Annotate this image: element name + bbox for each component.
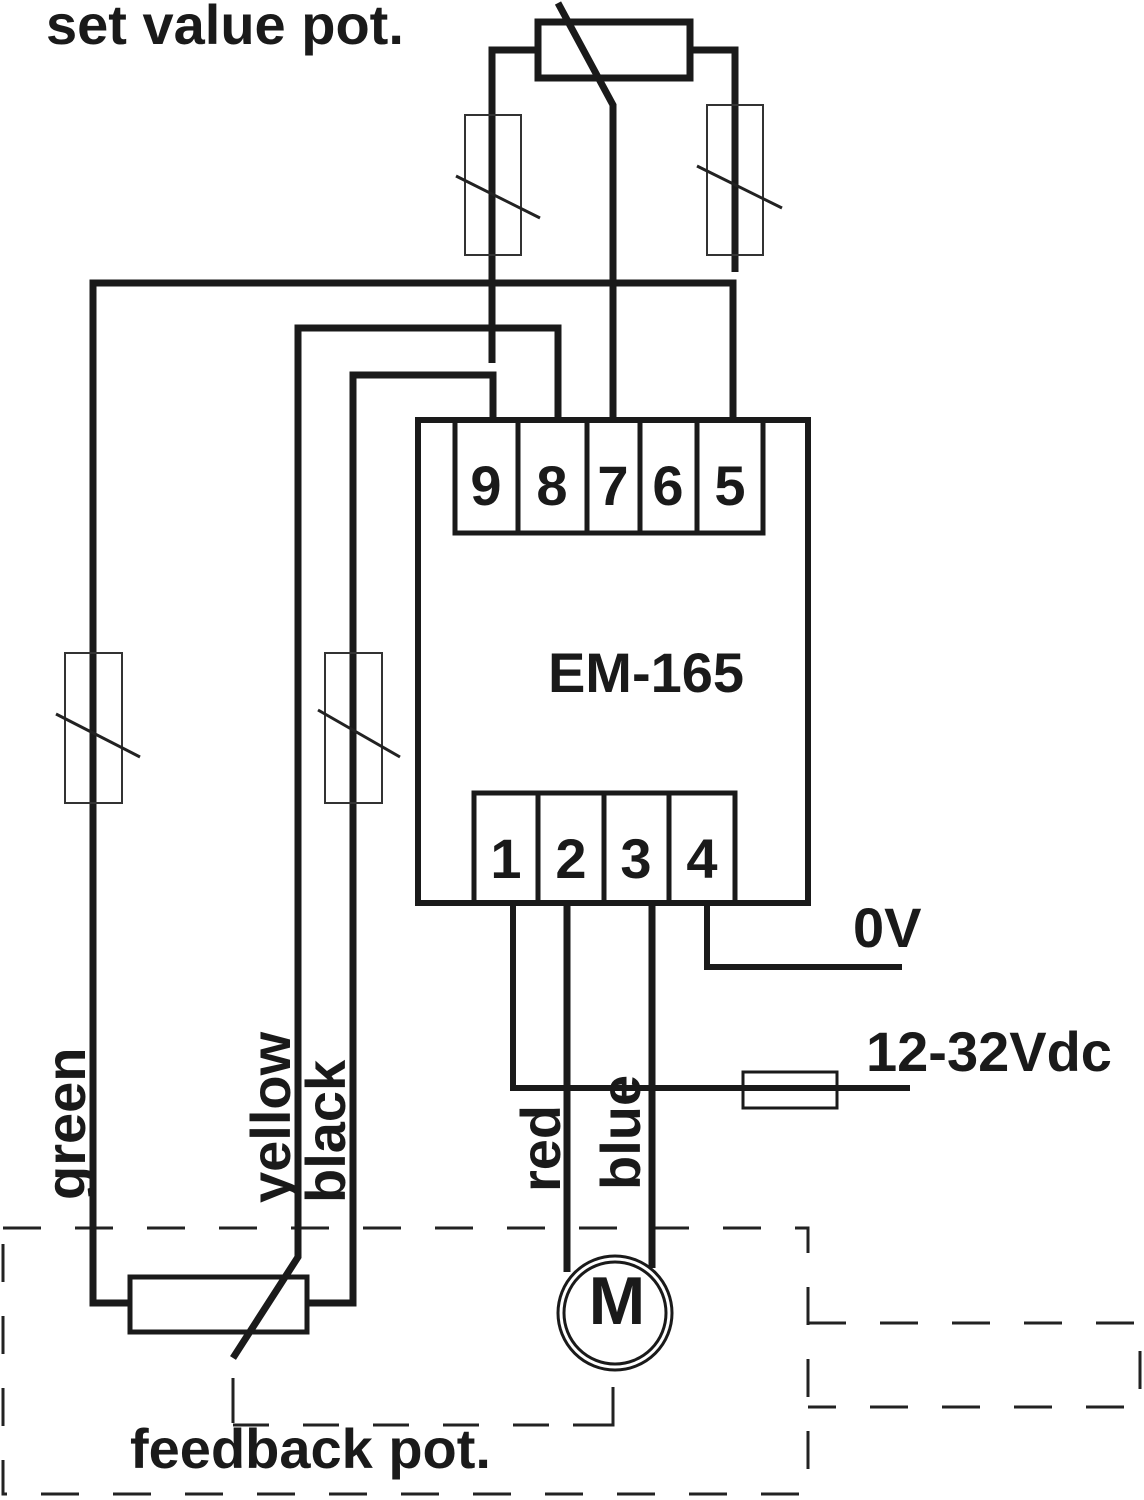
fuse-symbol (741, 1070, 839, 1110)
terminal-cell-4 (666, 790, 738, 906)
supply-wire-terminal1 (510, 903, 910, 1091)
terminal-number-8: 8 (536, 454, 567, 517)
actuator-extension-dashed-box (808, 1321, 1142, 1409)
motor-symbol-inner-circle (562, 1260, 668, 1366)
zero-volt-label: 0V (853, 896, 922, 959)
yellow-wire-terminal8 (230, 324, 562, 1360)
yellow-wire-label: yellow (239, 1031, 302, 1203)
terminal-number-5: 5 (714, 454, 745, 517)
black-wire-terminal9 (307, 371, 497, 1307)
supply-voltage-label: 12-32Vdc (866, 1020, 1112, 1083)
set-value-pot-symbol (534, 18, 694, 82)
feedback-pot-label: feedback pot. (130, 1417, 491, 1480)
actuator-enclosure-dashed-box (1, 1226, 810, 1496)
blue-wire-label: blue (589, 1075, 652, 1190)
screen-symbol-right-top (706, 104, 764, 256)
linkage-motor-stub (573, 1387, 615, 1427)
terminal-number-4: 4 (686, 827, 717, 890)
terminal-cell-5 (694, 417, 766, 536)
motor-label: M (589, 1263, 646, 1339)
screen-slash-black (317, 708, 401, 759)
red-wire-label: red (509, 1105, 572, 1192)
set-value-pot-label: set value pot. (46, 0, 404, 56)
black-wire-label: black (294, 1059, 357, 1203)
module-name-label: EM-165 (548, 641, 744, 704)
zero-volt-wire-terminal4 (704, 903, 902, 970)
terminal-number-2: 2 (555, 827, 586, 890)
green-wire-label: green (34, 1048, 97, 1201)
feedback-pot-symbol (127, 1274, 310, 1335)
set-pot-left-wire (488, 46, 538, 363)
green-wire-terminal5 (89, 279, 737, 1307)
terminal-number-9: 9 (470, 454, 501, 517)
screen-slash-right-top (696, 164, 783, 210)
screen-symbol-black (324, 652, 383, 804)
screen-slash-green (55, 712, 141, 759)
terminal-number-3: 3 (620, 827, 651, 890)
set-pot-right-wire (690, 46, 739, 272)
motor-symbol-outer-circle (556, 1254, 674, 1372)
terminal-number-7: 7 (597, 454, 628, 517)
set-pot-wiper-wire-terminal7 (554, 1, 617, 420)
screen-symbol-green (64, 652, 123, 804)
terminal-number-6: 6 (652, 454, 683, 517)
terminal-number-1: 1 (490, 827, 521, 890)
screen-slash-left-top (455, 174, 541, 220)
screen-symbol-left-top (464, 114, 522, 256)
